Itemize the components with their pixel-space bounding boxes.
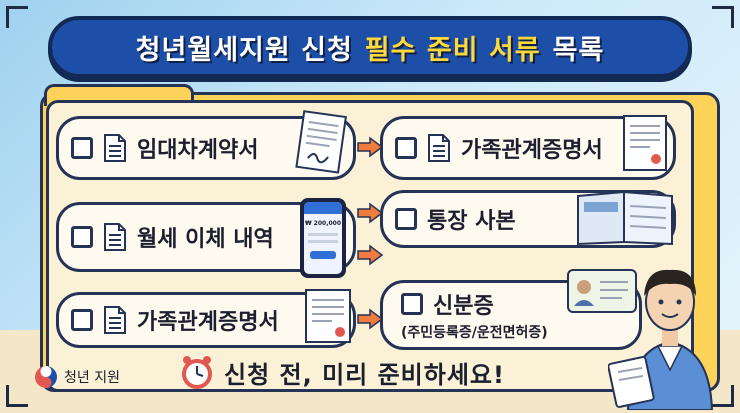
certificate-document-icon [623, 115, 667, 171]
taegeuk-logo-icon [35, 366, 57, 388]
phone-header [304, 202, 342, 214]
document-icon [104, 223, 126, 251]
corner-ornament [712, 6, 734, 28]
logo-text: 청년 지원 [64, 370, 120, 386]
corner-ornament [712, 385, 734, 407]
person-illustration [608, 269, 714, 410]
phone-button [310, 251, 336, 259]
arrow-right-icon [357, 136, 384, 158]
footer-text: 신청 전, 미리 준비하세요! [224, 360, 505, 389]
item-id-card: 신분증 (주민등록증/운전면허증) [380, 280, 642, 350]
arrow-right-icon [357, 202, 384, 224]
item-label: 가족관계증명서 [461, 138, 603, 163]
document-icon [428, 134, 450, 162]
title-part-1: 청년월세지원 신청 [135, 34, 353, 66]
item-label: 통장 사본 [427, 209, 516, 234]
item-label: 신분증 [433, 294, 494, 319]
footer-message: 신청 전, 미리 준비하세요! [180, 352, 505, 392]
arrow-right-icon [357, 244, 384, 266]
item-label: 가족관계증명서 [137, 310, 279, 335]
bankbook-icon [577, 190, 673, 246]
checkbox[interactable] [395, 137, 417, 159]
corner-ornament [6, 6, 28, 28]
alarm-clock-icon [182, 356, 212, 389]
id-card-icon [567, 269, 637, 313]
certificate-document-icon [305, 289, 351, 343]
title-part-2: 필수 준비 서류 [364, 34, 541, 66]
document-icon [104, 134, 126, 162]
item-label: 임대차계약서 [137, 138, 259, 163]
title-banner: 청년월세지원 신청 필수 준비 서류 목록 [48, 16, 692, 78]
government-logo: 청년 지원 [34, 365, 120, 389]
corner-ornament [6, 385, 28, 407]
contract-document-icon [295, 110, 347, 174]
checkbox[interactable] [71, 137, 93, 159]
checkbox[interactable] [71, 309, 93, 331]
checkbox[interactable] [71, 226, 93, 248]
checkbox[interactable] [401, 293, 423, 315]
item-sublabel: (주민등록증/운전면허증) [401, 325, 548, 341]
item-label: 월세 이체 내역 [137, 227, 274, 252]
document-icon [104, 306, 126, 334]
arrow-right-icon [357, 308, 384, 330]
phone-screen: ₩ 200,000 [304, 202, 342, 274]
phone-illustration: ₩ 200,000 [300, 198, 346, 278]
phone-amount: ₩ 200,000 [304, 220, 342, 227]
title-part-3: 목록 [552, 34, 605, 66]
checkbox[interactable] [395, 208, 417, 230]
